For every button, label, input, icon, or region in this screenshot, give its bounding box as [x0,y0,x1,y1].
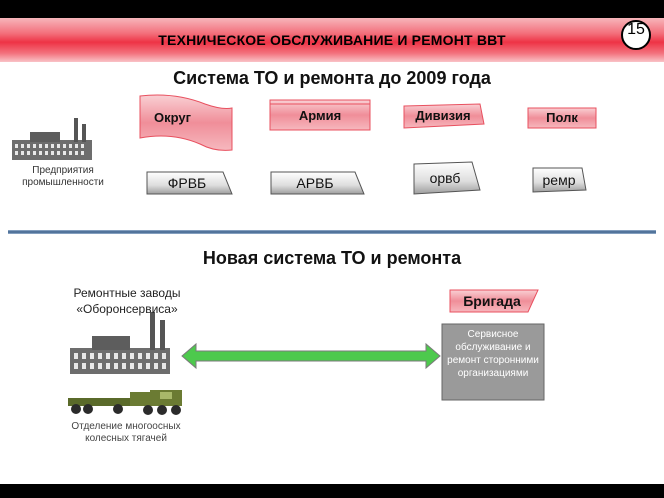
tractors-label: Отделение многоосных колесных тягачей [71,421,181,444]
remr-shape [532,167,587,193]
diviziya-box [403,103,485,129]
okrug-label: Округ [154,110,192,125]
diviziya-label: Дивизия [415,108,471,123]
frvb-label: ФРВБ [167,175,207,191]
old-system-heading: Система ТО и ремонта до 2009 года [173,68,491,88]
service-label: Сервисное обслуживание и ремонт сторонни… [447,329,539,379]
remr-label: ремр [542,172,576,188]
polk-label: Полк [546,110,578,125]
okrug-flag-shape [139,94,233,151]
header-banner [0,18,664,62]
plants-label: Ремонтные заводы «Оборонсервиса» [73,286,181,316]
double-arrow [181,342,441,370]
new-system-heading: Новая система ТО и ремонта [202,248,462,268]
page-title: ТЕХНИЧЕСКОЕ ОБСЛУЖИВАНИЕ И РЕМОНТ ВВТ [158,32,506,48]
bottom-black-bar [0,484,664,498]
orvb-label: орвб [429,170,461,186]
factory-icon [12,118,92,160]
repair-plant-icon [70,312,170,374]
armiya-label: Армия [298,108,342,123]
armiya-box [269,99,371,131]
frvb-shape [146,171,233,195]
top-black-bar [0,0,664,18]
arvb-label: АРВБ [296,175,334,191]
page-number-badge: 15 [621,20,651,50]
section-divider [8,230,656,234]
industry-label: Предприятия промышленности [22,165,104,188]
arvb-shape [270,171,365,195]
tractor-truck-icon [68,390,182,415]
service-box [441,323,545,401]
orvb-shape [413,161,481,195]
polk-box [527,107,597,129]
brigada-label: Бригада [463,293,521,309]
brigada-shape [449,289,539,313]
